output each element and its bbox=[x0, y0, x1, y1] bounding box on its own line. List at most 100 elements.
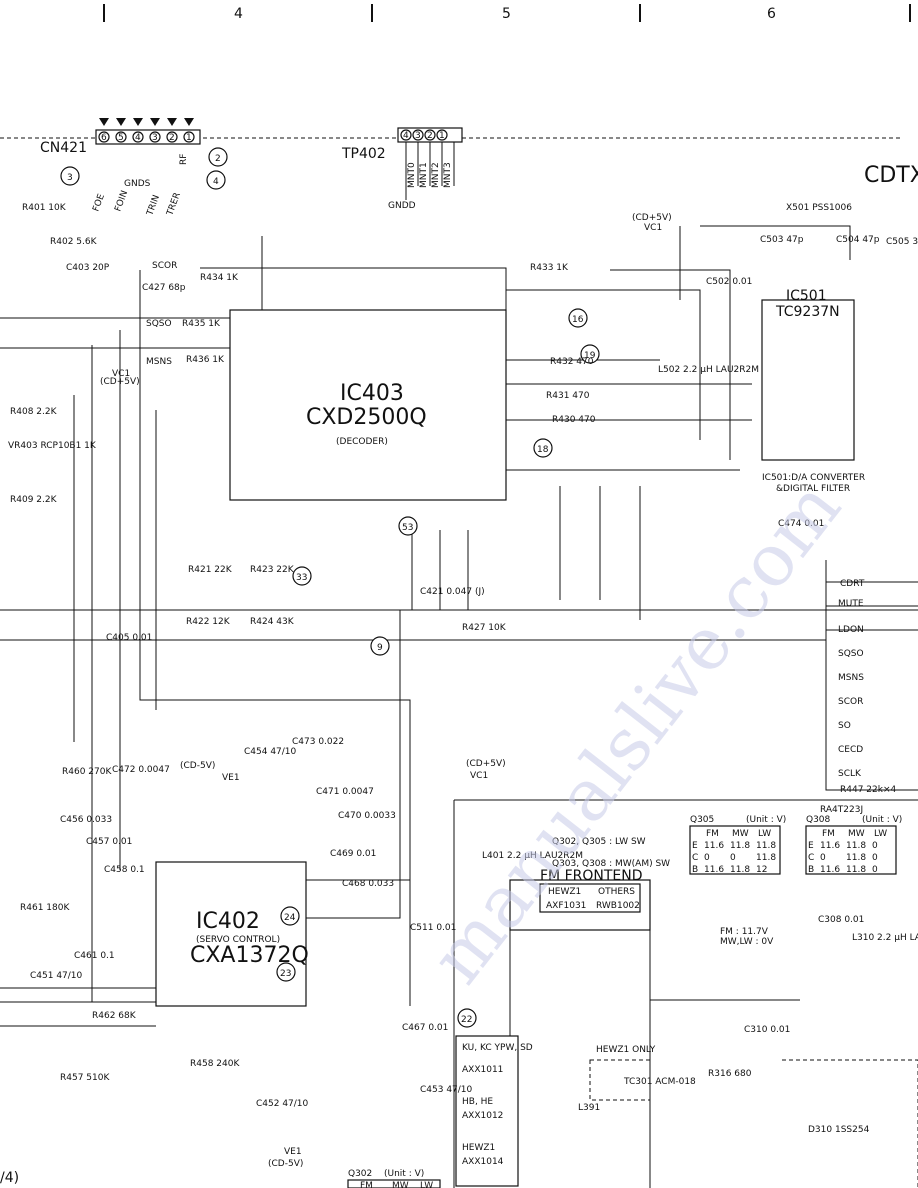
component-r447: R447 22k×4 bbox=[840, 785, 896, 795]
component-c308: C308 0.01 bbox=[818, 915, 864, 925]
component-l401: L401 2.2 μH LAU2R2M bbox=[482, 851, 583, 861]
svg-text:(CD-5V): (CD-5V) bbox=[268, 1159, 303, 1169]
table-cell: 11.6 bbox=[820, 865, 840, 875]
svg-text:AXX1011: AXX1011 bbox=[462, 1065, 503, 1075]
component-r457: R457 510K bbox=[60, 1073, 110, 1083]
svg-text:SO: SO bbox=[838, 721, 851, 731]
component-l310: L310 2.2 μH LAU2R2M bbox=[852, 933, 918, 943]
component-r421: R421 22K bbox=[188, 565, 233, 575]
table-cell: 11.8 bbox=[730, 841, 750, 851]
component-c468: C468 0.033 bbox=[342, 879, 394, 889]
component-c458: C458 0.1 bbox=[104, 865, 145, 875]
svg-text:SCLK: SCLK bbox=[838, 769, 862, 779]
cn421-pin bbox=[183, 131, 195, 143]
region-variants: KU, KC YPW, SD AXX1011 HB, HE AXX1012 HE… bbox=[455, 1035, 656, 1187]
table-title: Q308 bbox=[806, 815, 831, 825]
svg-text:KU, KC YPW, SD: KU, KC YPW, SD bbox=[462, 1043, 533, 1053]
table-cell: 11.8 bbox=[730, 865, 750, 875]
wiring bbox=[0, 225, 918, 1188]
component-r422: R422 12K bbox=[186, 617, 231, 627]
footer-page-ref: /4) bbox=[0, 1170, 19, 1186]
table-header: MW bbox=[732, 829, 749, 839]
table-unit: (Unit : V) bbox=[862, 815, 902, 825]
callout-circle bbox=[457, 1008, 477, 1028]
svg-text:VC1: VC1 bbox=[644, 223, 662, 233]
signal-arrow bbox=[167, 118, 177, 126]
svg-text:SQSO: SQSO bbox=[838, 649, 864, 659]
callout-circle bbox=[280, 906, 300, 926]
svg-text:VE1: VE1 bbox=[284, 1147, 302, 1157]
cn421-pin bbox=[115, 131, 127, 143]
component-r431: R431 470 bbox=[546, 391, 590, 401]
callout-number: 33 bbox=[296, 573, 307, 583]
component-r408: R408 2.2K bbox=[10, 407, 58, 417]
component-r435: R435 1K bbox=[182, 319, 221, 329]
fm-frontend: FM FRONTEND HEWZ1 OTHERS AXF1031 RWB1002… bbox=[509, 837, 774, 947]
component-c472: C472 0.0047 bbox=[112, 765, 170, 775]
svg-text:MNT0: MNT0 bbox=[407, 162, 417, 188]
component-tc301: TC301 ACM-018 bbox=[623, 1077, 696, 1087]
component-r434: R434 1K bbox=[200, 273, 239, 283]
component-c461: C461 0.1 bbox=[74, 951, 115, 961]
component-c405: C405 0.01 bbox=[106, 633, 152, 643]
component-r458: R458 240K bbox=[190, 1059, 240, 1069]
table-cell: 0 bbox=[872, 841, 878, 851]
component-r436: R436 1K bbox=[186, 355, 225, 365]
table-cell: C bbox=[808, 853, 814, 863]
table-header: FM bbox=[822, 829, 835, 839]
component-c503: C503 47p bbox=[760, 235, 804, 245]
tp402-pin-number: 1 bbox=[439, 131, 445, 141]
component-r409: R409 2.2K bbox=[10, 495, 58, 505]
cn421-pin bbox=[166, 131, 178, 143]
q-note-1: Q302, Q305 : LW SW bbox=[552, 837, 646, 847]
tp402-pin bbox=[436, 129, 448, 141]
callout-circle bbox=[206, 170, 226, 190]
svg-text:FM: FM bbox=[360, 1181, 373, 1188]
callout-number: 24 bbox=[284, 913, 296, 923]
ic403-name: IC403 bbox=[340, 381, 404, 406]
table-cell: 0 bbox=[872, 865, 878, 875]
rf-signal: RF bbox=[179, 154, 189, 165]
trer-signal: TRER bbox=[165, 191, 183, 218]
callout-circle bbox=[208, 147, 228, 167]
callout-number: 53 bbox=[402, 523, 413, 533]
trin-signal: TRIN bbox=[145, 194, 162, 218]
table-cell: 11.8 bbox=[846, 865, 866, 875]
callout-circle bbox=[533, 438, 553, 458]
cn421-pin bbox=[98, 131, 110, 143]
q-note-2: Q303, Q308 : MW(AM) SW bbox=[552, 859, 670, 869]
component-c451: C451 47/10 bbox=[30, 971, 83, 981]
svg-text:MUTE: MUTE bbox=[838, 599, 864, 609]
table-cell: 12 bbox=[756, 865, 767, 875]
svg-text:VC1: VC1 bbox=[470, 771, 488, 781]
gnds-signal: GNDS bbox=[124, 179, 151, 189]
component-l502: L502 2.2 μH LAU2R2M bbox=[658, 365, 759, 375]
svg-text:(Unit : V): (Unit : V) bbox=[384, 1169, 424, 1179]
table-header: MW bbox=[848, 829, 865, 839]
table-cell: C bbox=[692, 853, 698, 863]
svg-text:MNT1: MNT1 bbox=[419, 162, 429, 188]
signal-arrow bbox=[150, 118, 160, 126]
callout-number: 22 bbox=[461, 1015, 472, 1025]
component-vr403: VR403 RCP10B1 1K bbox=[8, 441, 97, 451]
component-c454: C454 47/10 bbox=[244, 747, 297, 757]
tp402-pin-number: 2 bbox=[427, 131, 433, 141]
callout-number: 23 bbox=[280, 969, 291, 979]
table-cell: 11.8 bbox=[846, 853, 866, 863]
svg-text:CECD: CECD bbox=[838, 745, 863, 755]
svg-text:&DIGITAL FILTER: &DIGITAL FILTER bbox=[776, 484, 850, 494]
hewz1-only-note: HEWZ1 ONLY bbox=[596, 1045, 656, 1055]
tp402-pin-number: 4 bbox=[403, 131, 409, 141]
component-r433: R433 1K bbox=[530, 263, 569, 273]
component-c452: C452 47/10 bbox=[256, 1099, 309, 1109]
table-cell: E bbox=[808, 841, 814, 851]
svg-text:LW: LW bbox=[420, 1181, 433, 1188]
svg-text:VE1: VE1 bbox=[222, 773, 240, 783]
svg-text:HB, HE: HB, HE bbox=[462, 1097, 493, 1107]
callout-number: 9 bbox=[377, 643, 383, 653]
callout-circle bbox=[398, 516, 418, 536]
svg-text:(CD+5V): (CD+5V) bbox=[100, 377, 140, 387]
svg-text:(CD+5V): (CD+5V) bbox=[632, 213, 672, 223]
